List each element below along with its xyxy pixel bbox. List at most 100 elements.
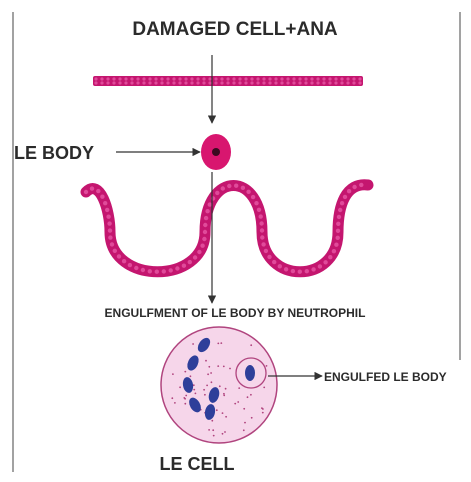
membrane-bead — [226, 77, 229, 80]
membrane-bead — [280, 77, 283, 80]
membrane-bead — [124, 77, 127, 80]
granule-dot — [229, 368, 231, 370]
membrane-bead — [117, 254, 121, 258]
granule-dot — [206, 385, 208, 387]
membrane-bead — [134, 266, 138, 270]
granule-dot — [238, 387, 240, 389]
membrane-bead — [188, 260, 192, 264]
neutrophil-membrane-wave — [84, 183, 368, 274]
membrane-bead — [340, 77, 343, 80]
membrane-bead — [274, 77, 277, 80]
granule-dot — [243, 429, 245, 431]
granule-dot — [204, 394, 206, 396]
membrane-bead — [160, 81, 163, 84]
membrane-bead — [214, 81, 217, 84]
membrane-bead — [338, 208, 342, 212]
membrane-bead — [184, 77, 187, 80]
membrane-bead — [204, 216, 208, 220]
granule-dot — [251, 417, 253, 419]
membrane-bead — [196, 77, 199, 80]
membrane-bead — [105, 208, 109, 212]
membrane-bead — [215, 191, 219, 195]
membrane-bead — [118, 81, 121, 84]
granule-dot — [203, 389, 205, 391]
granule-dot — [192, 343, 194, 345]
membrane-bead — [178, 81, 181, 84]
granule-dot — [211, 381, 213, 383]
membrane-bead — [220, 77, 223, 80]
membrane-bead — [100, 81, 103, 84]
membrane-bead — [172, 77, 175, 80]
granule-dot — [263, 387, 265, 389]
membrane-bead — [268, 81, 271, 84]
membrane-bead — [358, 77, 361, 80]
membrane-bead — [274, 81, 277, 84]
granule-dot — [193, 389, 195, 391]
membrane-bead — [334, 77, 337, 80]
membrane-bead — [238, 81, 241, 84]
membrane-bead — [241, 186, 245, 190]
granule-dot — [247, 396, 249, 398]
le-cell — [161, 327, 277, 443]
membrane-bead — [166, 77, 169, 80]
membrane-bead — [154, 81, 157, 84]
membrane-bead — [250, 81, 253, 84]
granule-dot — [225, 416, 227, 418]
membrane-bead — [261, 242, 265, 246]
membrane-bead — [346, 81, 349, 84]
membrane-bead — [208, 77, 211, 80]
membrane-bead — [256, 77, 259, 80]
membrane-bead — [106, 81, 109, 84]
membrane-bead — [232, 81, 235, 84]
membrane-bead — [112, 81, 115, 84]
membrane-bead — [250, 77, 253, 80]
granule-dot — [220, 342, 222, 344]
granule-dot — [195, 393, 197, 395]
engulfed-le-body — [236, 358, 266, 388]
membrane-bead — [340, 81, 343, 84]
membrane-bead — [343, 195, 347, 199]
granule-dot — [225, 388, 227, 390]
membrane-bead — [103, 201, 107, 205]
membrane-bead — [254, 201, 258, 205]
membrane-bead — [226, 81, 229, 84]
granule-dot — [222, 412, 224, 414]
engulfed-label: ENGULFED LE BODY — [324, 370, 447, 384]
granule-dot — [171, 397, 173, 399]
membrane-bead — [310, 77, 313, 80]
membrane-bead — [203, 230, 207, 234]
membrane-bead — [148, 269, 152, 273]
granule-dot — [184, 371, 186, 373]
membrane-bead — [112, 77, 115, 80]
membrane-bead — [128, 263, 132, 267]
granule-dot — [184, 398, 186, 400]
membrane-bead — [316, 81, 319, 84]
granule-dot — [243, 408, 245, 410]
membrane-bead — [260, 228, 264, 232]
membrane-bead — [332, 249, 336, 253]
title-label: DAMAGED CELL+ANA — [132, 19, 338, 40]
membrane-bead — [328, 81, 331, 84]
membrane-bead — [264, 249, 268, 253]
membrane-bead — [122, 259, 126, 263]
membrane-bead — [352, 185, 356, 189]
membrane-bead — [347, 189, 351, 193]
membrane-bead — [358, 81, 361, 84]
membrane-bead — [340, 201, 344, 205]
le-body — [201, 134, 231, 170]
membrane-bead — [318, 264, 322, 268]
membrane-bead — [336, 236, 340, 240]
membrane-bead — [107, 221, 111, 225]
membrane-bead — [160, 77, 163, 80]
granule-dot — [244, 422, 246, 424]
membrane-bead — [259, 221, 263, 225]
membrane-bead — [182, 264, 186, 268]
damaged-cell-membrane — [93, 76, 363, 86]
granule-dot — [207, 373, 209, 375]
membrane-bead — [172, 81, 175, 84]
engulfment-label: ENGULFMENT OF LE BODY BY NEUTROPHIL — [105, 306, 366, 320]
membrane-bead — [323, 260, 327, 264]
membrane-bead — [154, 77, 157, 80]
